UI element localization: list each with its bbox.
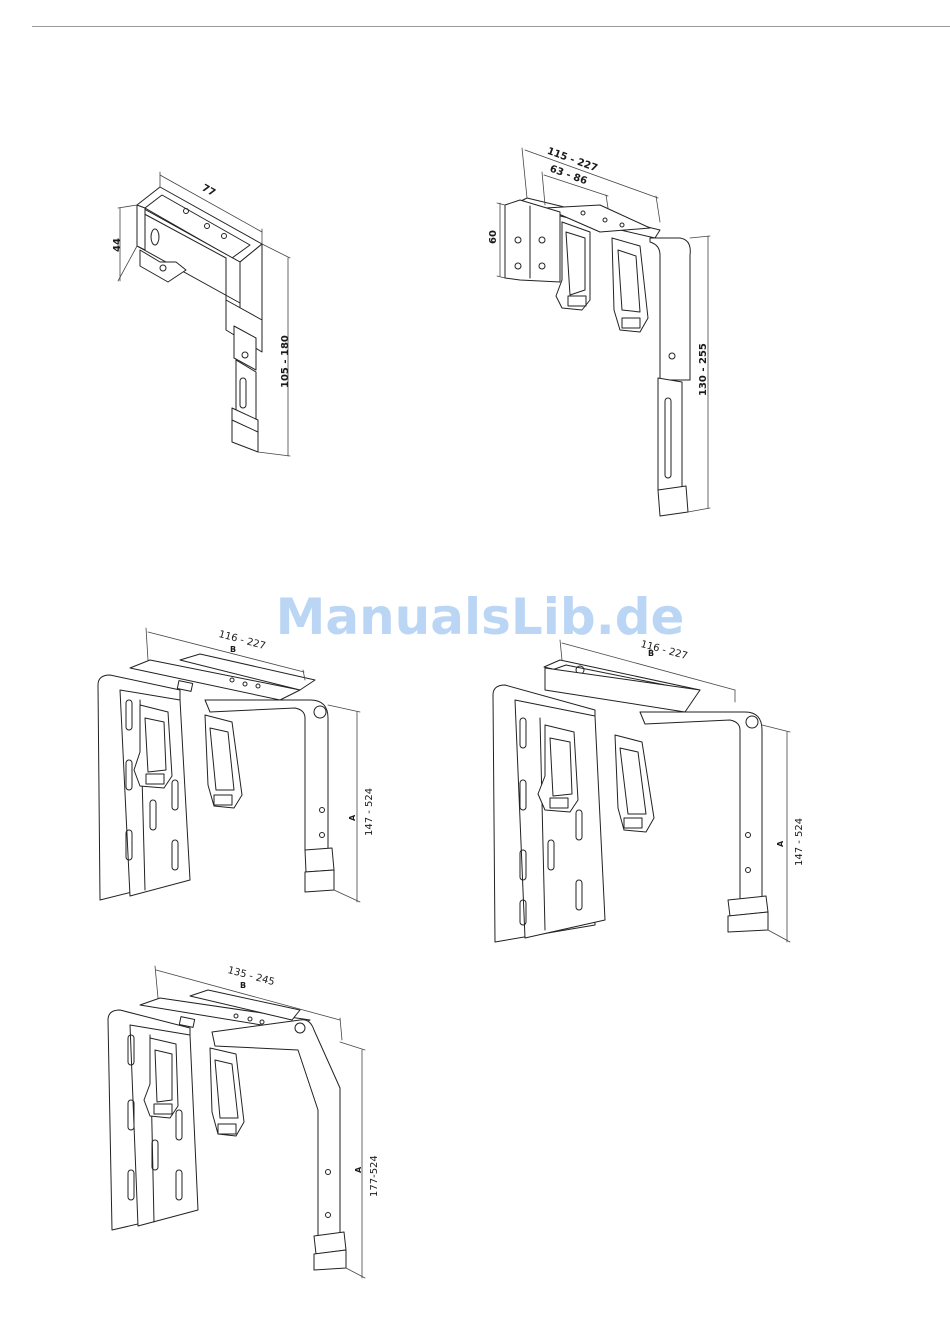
bracket-5-length-letter: A (354, 1166, 363, 1173)
bracket-5-length-label: 177-524 (369, 1155, 380, 1197)
bracket-4-length-letter: A (776, 840, 785, 847)
bracket-2-length-label: 130 - 255 (698, 343, 709, 396)
bracket-2-drawing (505, 198, 690, 516)
bracket-1-length-label: 105 - 180 (280, 335, 291, 388)
watermark: ManualsLib.de (250, 588, 710, 646)
bracket-3-length-label: 147 - 524 (364, 788, 375, 836)
bracket-5-width-label: 135 - 245 (226, 965, 275, 988)
bracket-4-length-label: 147 - 524 (794, 818, 805, 866)
bracket-5-drawing (108, 990, 346, 1270)
bracket-2-height-label: 60 (488, 230, 499, 244)
bracket-3-width-letter: B (230, 645, 236, 654)
bracket-3-drawing (98, 654, 334, 900)
bracket-5-width-letter: B (240, 981, 246, 990)
bracket-1-width-label: 77 (200, 183, 218, 199)
bracket-4-drawing (493, 660, 768, 942)
bracket-4-width-letter: B (648, 649, 654, 658)
bracket-1-drawing (137, 187, 262, 452)
bracket-3-length-letter: A (348, 814, 357, 821)
bracket-1-height-label: 44 (112, 238, 123, 252)
